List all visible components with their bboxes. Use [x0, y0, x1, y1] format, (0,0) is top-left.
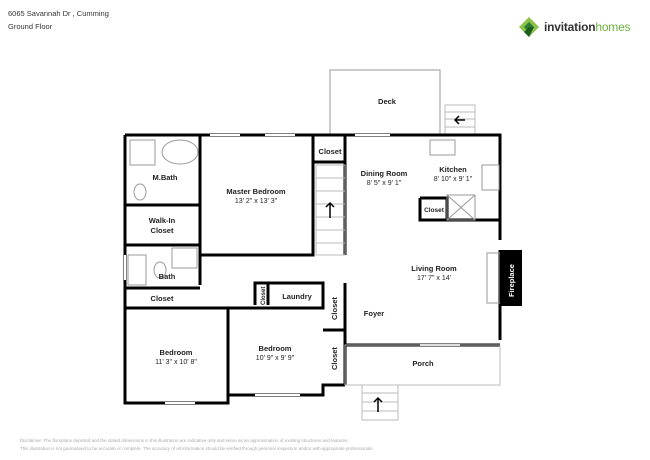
master-bedroom-label: Master Bedroom	[226, 187, 286, 196]
floor-label: Ground Floor	[8, 22, 53, 31]
foyer-closet-label: Closet	[330, 297, 339, 320]
living-room-dims: 17' 7" x 14'	[417, 275, 451, 282]
fireplace	[500, 250, 522, 306]
bedroom-1-dims: 11' 3" x 10' 8"	[155, 359, 197, 366]
bedroom-2-label: Bedroom	[259, 344, 292, 353]
master-bedroom-dims: 13' 2" x 13' 3"	[235, 198, 278, 205]
dining-room-label: Dining Room	[361, 169, 408, 178]
invitation-homes-logo: invitationhomes	[518, 16, 631, 38]
porch-outline	[344, 344, 501, 386]
laundry-closet-label: Closet	[261, 287, 267, 305]
fireplace-label: Fireplace	[507, 264, 516, 297]
porch-stairs	[361, 384, 399, 421]
walkin-closet-label: Walk-In	[149, 216, 176, 225]
bedroom-2-dims: 10' 9" x 9' 9"	[256, 355, 295, 362]
arrow-icon	[373, 396, 383, 412]
bedroom-2-closet-label: Closet	[330, 347, 339, 370]
kitchen-label: Kitchen	[439, 165, 467, 174]
bath-label: Bath	[159, 272, 176, 281]
foyer-label: Foyer	[364, 309, 385, 318]
logo-text: invitationhomes	[544, 20, 631, 34]
laundry-label: Laundry	[282, 292, 312, 301]
arrow-icon	[453, 115, 465, 125]
porch-label: Porch	[412, 359, 434, 368]
kitchen-dims: 8' 10" x 9' 1"	[434, 176, 473, 183]
bedroom-1-label: Bedroom	[160, 348, 193, 357]
disclaimer-line-1: Disclaimer: The floorplans depicted and …	[20, 438, 349, 443]
living-room-label: Living Room	[411, 264, 457, 273]
fixtures	[127, 139, 501, 304]
closet-label: Closet	[319, 147, 342, 156]
dining-room-dims: 8' 5" x 9' 1"	[367, 180, 402, 187]
logo-mark-icon	[519, 17, 539, 37]
arrow-icon	[325, 201, 335, 218]
deck-label: Deck	[378, 97, 397, 106]
hall-closet-label: Closet	[151, 294, 174, 303]
kitchen-closet-label: Closet	[424, 207, 445, 214]
walkin-closet-label-2: Closet	[151, 226, 174, 235]
mbath-label: M.Bath	[153, 173, 178, 182]
property-address: 6065 Savannah Dr , Cumming	[8, 9, 109, 18]
disclaimer-line-2: This illustration is not guaranteed to b…	[20, 446, 374, 451]
